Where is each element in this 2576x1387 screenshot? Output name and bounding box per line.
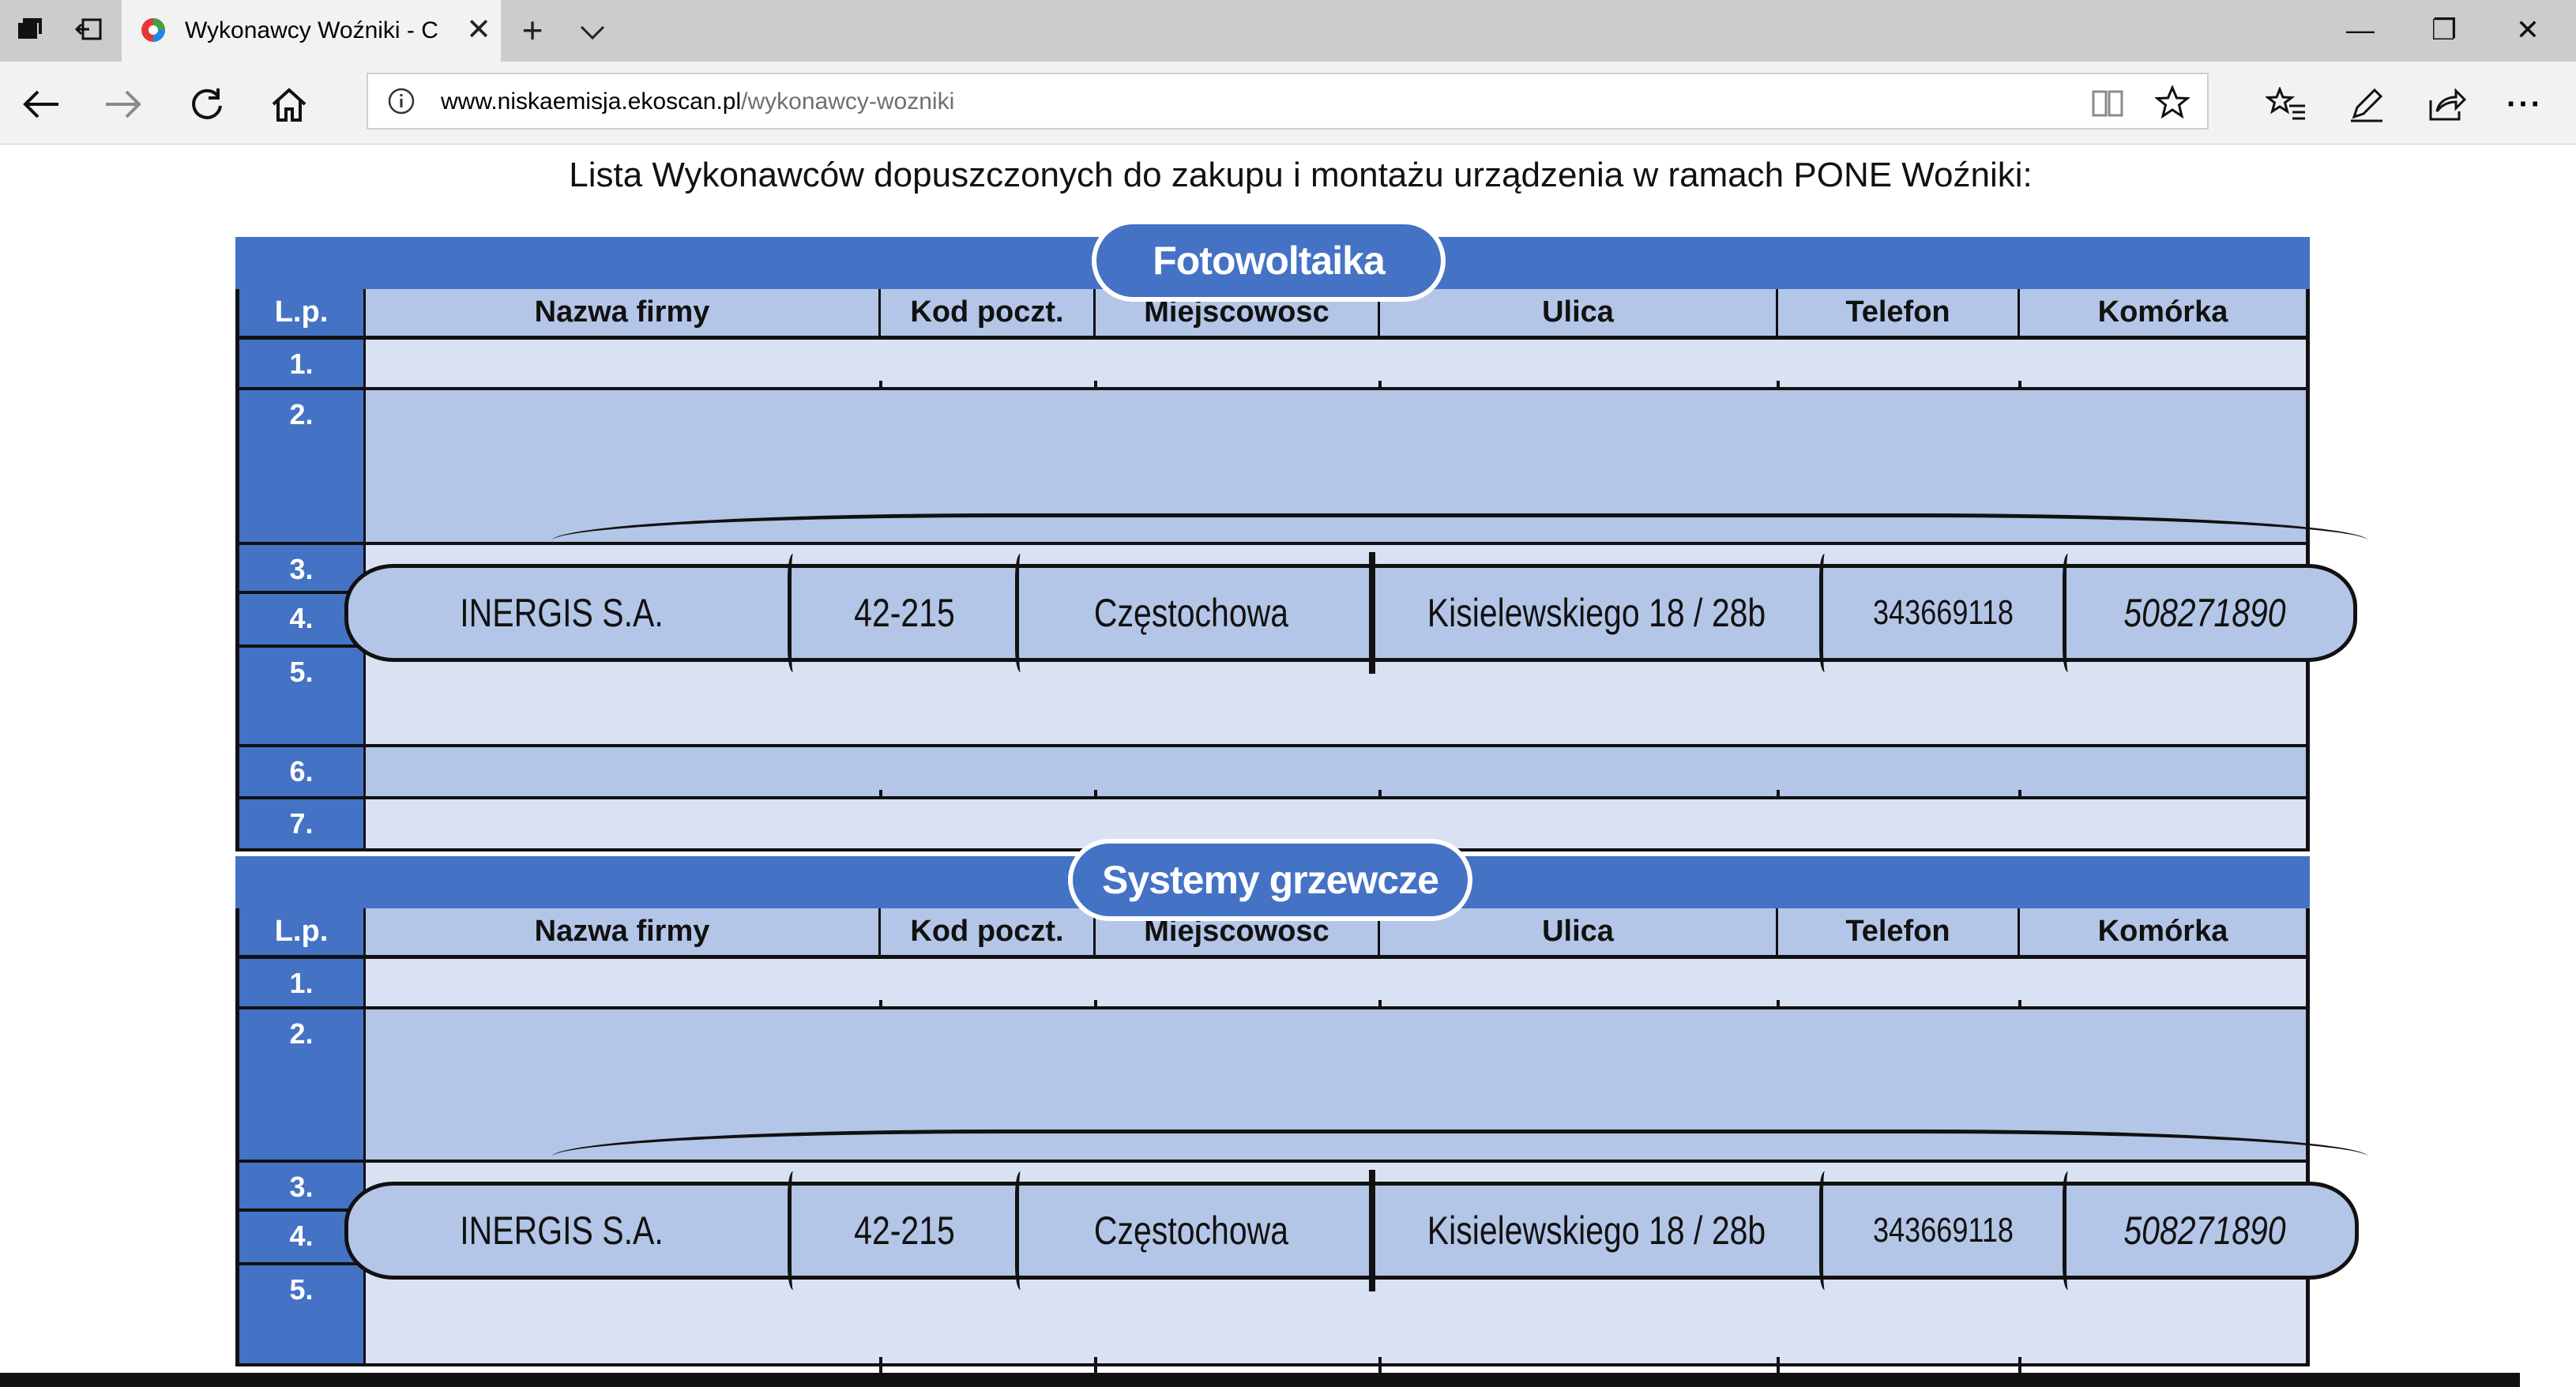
column-header-phone: Telefon xyxy=(1778,289,2020,336)
reading-view-icon[interactable] xyxy=(2090,85,2125,120)
row-number: 7. xyxy=(239,799,366,848)
hand-drawn-stroke xyxy=(551,1130,2368,1185)
column-header-street: Ulica xyxy=(1380,289,1778,336)
more-options-icon[interactable]: ··· xyxy=(2506,86,2543,122)
favorites-hub-icon[interactable] xyxy=(2264,82,2308,126)
table-row: 1. xyxy=(239,959,2306,1016)
entry-street: Kisielewskiego 18 / 28b xyxy=(1427,1208,1766,1253)
table-row: 6. xyxy=(239,747,2306,806)
url-path: /wykonawcy-wozniki xyxy=(741,88,955,115)
row-number: 5. xyxy=(239,648,366,744)
favorite-star-icon[interactable] xyxy=(2155,85,2190,120)
column-header-mobile: Komórka xyxy=(2097,915,2228,948)
restore-button[interactable]: ❐ xyxy=(2431,13,2458,46)
back-arrow-icon[interactable] xyxy=(19,82,63,126)
column-header-phone: Telefon xyxy=(1778,908,2020,955)
entry-company-name: INERGIS S.A. xyxy=(460,1208,664,1253)
active-tab[interactable]: Wykonawcy Woźniki - C ✕ xyxy=(122,0,501,62)
tab-manager-icon[interactable] xyxy=(14,14,46,44)
address-bar[interactable]: www.niskaemisja.ekoscan.pl/wykonawcy-woz… xyxy=(367,73,2209,130)
close-tab-icon[interactable]: ✕ xyxy=(466,13,491,47)
hand-drawn-stroke xyxy=(551,513,2368,569)
entry-postal-code: 42-215 xyxy=(854,591,955,635)
row-number: 5. xyxy=(239,1265,366,1363)
forward-arrow-icon[interactable] xyxy=(101,82,145,126)
contractor-entry: INERGIS S.A. 42-215 Częstochowa Kisielew… xyxy=(344,552,2357,674)
section-title: Systemy grzewcze xyxy=(1073,844,1468,916)
column-header-mobile: Komórka xyxy=(2097,295,2228,329)
row-number: 3. xyxy=(239,1163,366,1208)
column-header-city: Miejscowosc xyxy=(1096,908,1380,955)
row-number: 2. xyxy=(239,390,366,542)
new-tab-button[interactable]: + xyxy=(521,9,543,51)
table-row: 1. xyxy=(239,340,2306,397)
section-fotowoltaika: L.p. Nazwa firmy Kod poczt. Miejscowosc … xyxy=(235,224,2368,853)
url-input[interactable]: www.niskaemisja.ekoscan.pl/wykonawcy-woz… xyxy=(441,88,954,116)
entry-postal-code: 42-215 xyxy=(854,1208,955,1253)
entry-phone: 343669118 xyxy=(1873,1211,2014,1250)
row-number: 2. xyxy=(239,1009,366,1160)
site-info-icon[interactable] xyxy=(387,87,416,115)
site-favicon-icon xyxy=(141,18,165,42)
share-icon[interactable] xyxy=(2425,82,2469,126)
column-header-postal: Kod poczt. xyxy=(881,289,1096,336)
navigation-bar: www.niskaemisja.ekoscan.pl/wykonawcy-woz… xyxy=(0,62,2576,145)
column-header-postal: Kod poczt. xyxy=(881,908,1096,955)
close-window-button[interactable]: ✕ xyxy=(2515,13,2540,46)
entry-mobile: 508271890 xyxy=(2123,591,2286,635)
section-systemy-grzewcze: L.p. Nazwa firmy Kod poczt. Miejscowosc … xyxy=(235,844,2368,1373)
contractor-entry: INERGIS S.A. 42-215 Częstochowa Kisielew… xyxy=(344,1170,2359,1291)
minimize-button[interactable]: — xyxy=(2346,13,2375,46)
table-header-row: L.p. Nazwa firmy Kod poczt. Miejscowosc … xyxy=(239,289,2306,340)
web-note-pen-icon[interactable] xyxy=(2345,82,2389,126)
taskbar-edge xyxy=(0,1373,2520,1387)
column-header-city: Miejscowosc xyxy=(1096,289,1380,336)
home-icon[interactable] xyxy=(267,82,311,126)
row-number: 3. xyxy=(239,545,366,591)
column-header-street: Ulica xyxy=(1380,908,1778,955)
column-header-name: Nazwa firmy xyxy=(366,289,881,336)
column-header-name: Nazwa firmy xyxy=(366,908,881,955)
entry-city: Częstochowa xyxy=(1093,591,1289,635)
entry-company-name: INERGIS S.A. xyxy=(460,591,664,635)
chevron-down-icon[interactable] xyxy=(575,14,610,49)
page-heading: Lista Wykonawców dopuszczonych do zakupu… xyxy=(569,156,2033,194)
entry-street: Kisielewskiego 18 / 28b xyxy=(1427,591,1766,635)
entry-phone: 343669118 xyxy=(1873,593,2014,632)
column-header-lp: L.p. xyxy=(239,908,366,955)
set-aside-tabs-icon[interactable] xyxy=(73,14,104,44)
row-number: 1. xyxy=(239,340,366,387)
row-number: 1. xyxy=(239,959,366,1006)
column-header-lp: L.p. xyxy=(239,289,366,336)
table-header-row: L.p. Nazwa firmy Kod poczt. Miejscowosc … xyxy=(239,908,2306,959)
entry-mobile: 508271890 xyxy=(2123,1208,2286,1253)
url-host: www.niskaemisja.ekoscan.pl xyxy=(441,88,742,115)
table-row: 5. xyxy=(239,1265,2306,1373)
table-row: 5. xyxy=(239,648,2306,747)
refresh-icon[interactable] xyxy=(185,82,229,126)
tab-title: Wykonawcy Woźniki - C xyxy=(185,17,438,43)
row-number: 6. xyxy=(239,747,366,796)
section-title: Fotowoltaika xyxy=(1096,224,1441,297)
entry-city: Częstochowa xyxy=(1093,1208,1289,1253)
tab-bar: Wykonawcy Woźniki - C ✕ + — ❐ ✕ xyxy=(0,0,2576,62)
